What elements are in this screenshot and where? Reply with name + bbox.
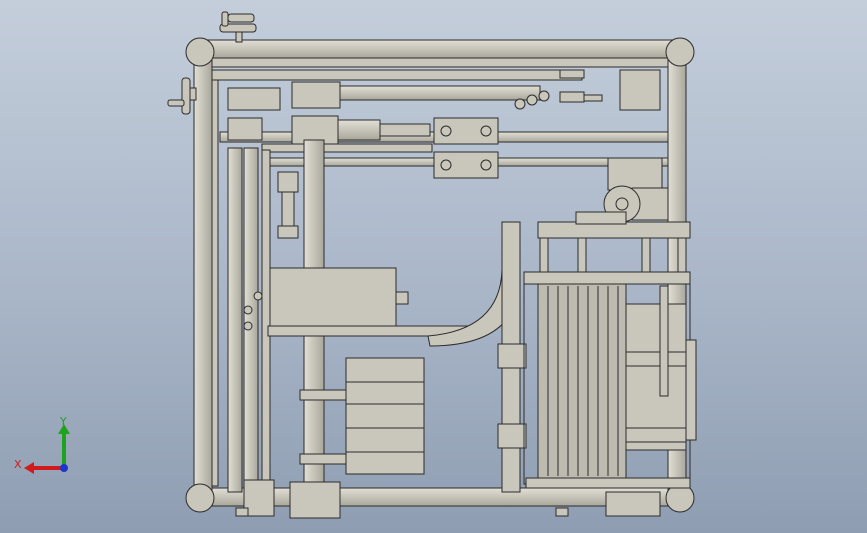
gearbox-shaft — [395, 291, 409, 305]
cylinder-rod — [337, 119, 381, 141]
cylinder-cap — [379, 123, 431, 137]
bottom-nut-2 — [555, 507, 569, 517]
bottom-clamp-mid — [289, 481, 341, 519]
upper-shaft — [339, 85, 541, 101]
bottom-clamp-left — [243, 479, 275, 517]
column-bolt-1 — [243, 305, 253, 315]
x-axis-label: X — [14, 458, 22, 471]
x-axis-head — [24, 462, 34, 474]
bottom-nut-1 — [235, 507, 249, 517]
handwheel-left-knob — [167, 99, 185, 107]
cage-inner-frame — [625, 303, 687, 451]
cage-inner-bar-1 — [625, 351, 687, 367]
column-a — [227, 147, 243, 493]
cylinder-body — [291, 115, 339, 145]
cage-slats — [537, 283, 627, 479]
bearing-bolt-1 — [440, 125, 452, 137]
cage-mid-plate — [523, 271, 691, 285]
y-axis-label: Y — [59, 415, 67, 428]
cage-slat-lines — [547, 286, 619, 476]
upper-block-mid — [291, 81, 341, 109]
tray-arm-2 — [299, 453, 347, 465]
upper-block-left — [227, 87, 281, 111]
chain-link-3 — [538, 90, 550, 102]
clamp-block-left — [227, 117, 263, 141]
frame-left-post — [193, 45, 213, 503]
bearing-bolt-3 — [440, 159, 452, 171]
cage-inner-bar-2 — [625, 427, 687, 443]
corner-joint-bl — [185, 483, 215, 513]
shaft-end-tip — [559, 91, 585, 103]
bottom-clamp-right — [605, 491, 661, 517]
chain-link-2 — [526, 94, 538, 106]
tray-stack-box — [345, 357, 425, 475]
z-axis-origin — [60, 464, 68, 472]
spring-sensor-body — [281, 191, 295, 227]
upper-rail — [211, 69, 583, 81]
cage-vertical-rod — [659, 285, 669, 397]
handwheel-left-stem — [189, 87, 197, 101]
frame-top-beam-inner — [211, 57, 669, 68]
column-bolt-3 — [253, 291, 263, 301]
corner-joint-tl — [185, 37, 215, 67]
diagonal-link — [261, 143, 433, 153]
pulley-hub — [615, 197, 629, 211]
cage-bottom-plate — [525, 477, 691, 489]
upper-rail-bracket — [559, 69, 585, 79]
column-c — [261, 149, 271, 491]
spring-sensor-top — [277, 171, 299, 193]
axis-triad: Y X — [14, 415, 70, 474]
chain-link-1 — [514, 98, 526, 110]
cage-small-bracket — [575, 211, 627, 225]
handwheel-left — [181, 77, 191, 115]
frame-top-beam — [193, 39, 687, 59]
bearing-bolt-4 — [480, 159, 492, 171]
tray-arm-1 — [299, 389, 347, 401]
column-b — [243, 147, 259, 493]
y-axis-head — [58, 424, 70, 434]
motor-box-right — [607, 157, 663, 191]
handwheel-top-hub — [227, 13, 255, 23]
cage-side-panel — [685, 339, 697, 441]
column-bolt-2 — [243, 321, 253, 331]
conveyor-clamp-1 — [497, 343, 527, 369]
shaft-end-rod — [583, 94, 603, 102]
handwheel-top — [219, 23, 257, 33]
gearbox — [269, 267, 397, 327]
conveyor-clamp-2 — [497, 423, 527, 449]
frame-left-post-inner — [211, 69, 219, 487]
corner-joint-tr — [665, 37, 695, 67]
machine-frame — [167, 11, 697, 519]
handwheel-top-knob — [221, 11, 229, 27]
motor-housing-top-right — [619, 69, 661, 111]
bearing-bolt-2 — [480, 125, 492, 137]
spring-sensor-base — [277, 225, 299, 239]
